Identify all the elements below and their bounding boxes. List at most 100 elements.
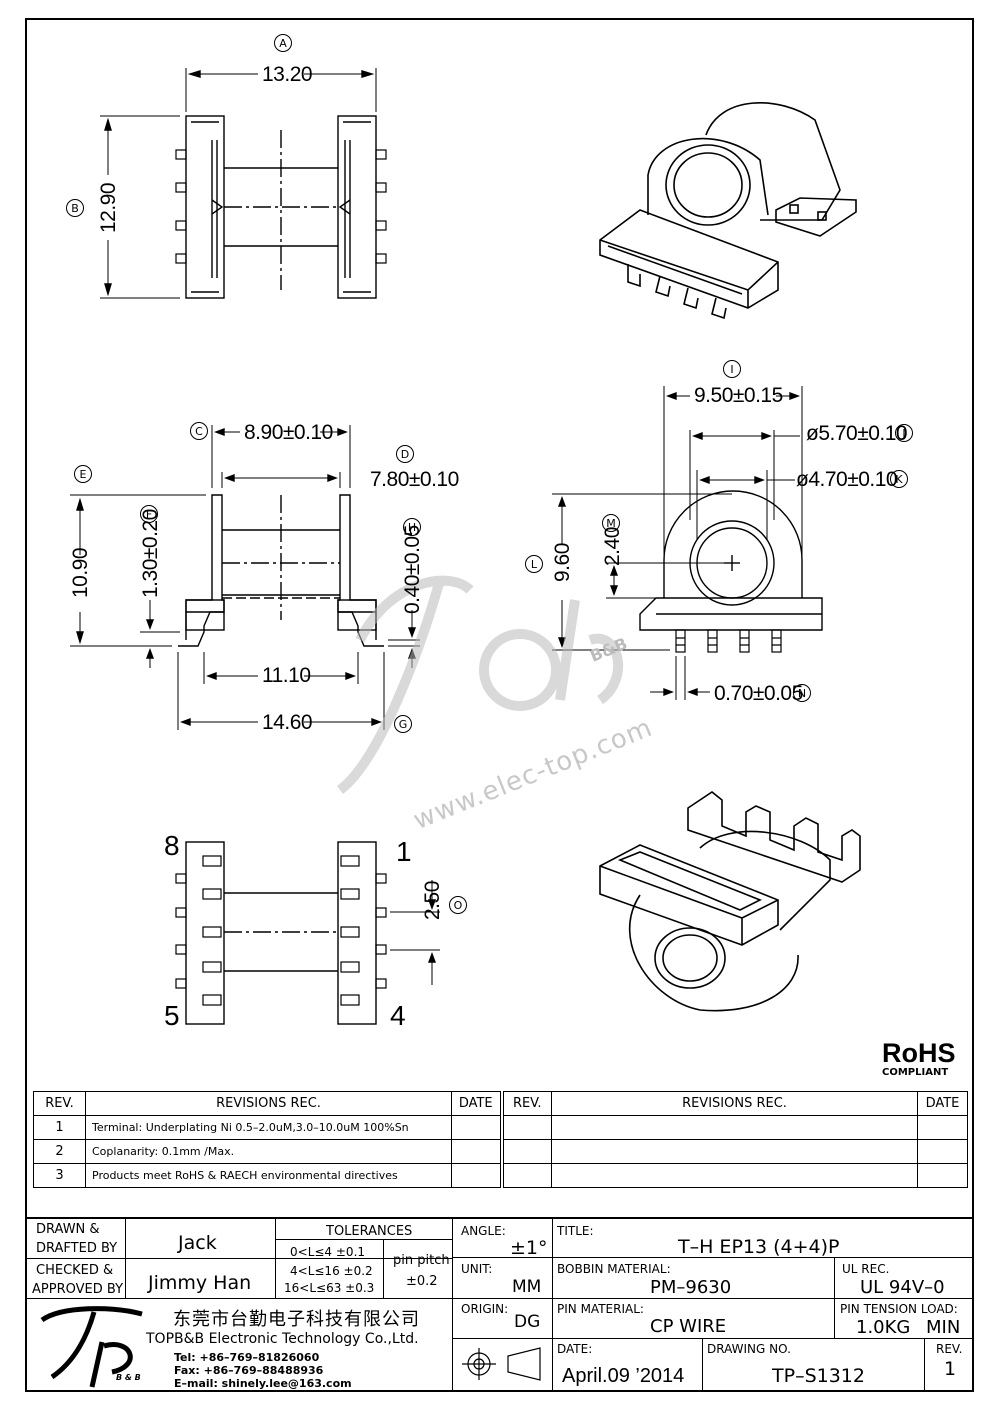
label-F: F: [140, 505, 158, 523]
dim-10-90: 10.90: [69, 547, 92, 598]
origin-value: DG: [514, 1312, 541, 1332]
dim-12-90: 12.90: [97, 182, 120, 233]
dim-1-30: 1.30±0.20: [139, 509, 162, 598]
revision-text: Coplanarity: 0.1mm /Max.: [85, 1139, 452, 1164]
dim-9-60: 9.60: [551, 543, 574, 582]
unit-value: MM: [512, 1277, 542, 1297]
dim-0-70: 0.70±0.05: [714, 682, 803, 705]
logo-sub: B & B: [116, 1373, 141, 1382]
tb-line: [552, 1219, 553, 1392]
bobbin-material-value: PM–9630: [650, 1277, 732, 1298]
drawn-label-1: DRAWN &: [36, 1222, 100, 1237]
dim-4-70: ø4.70±0.10: [796, 468, 898, 491]
tb-line: [125, 1219, 126, 1299]
origin-label: ORIGIN:: [461, 1302, 509, 1316]
company-logo: [40, 1306, 143, 1388]
rev-value: 1: [944, 1358, 957, 1380]
pin-8-label: 8: [164, 830, 180, 861]
pin-pitch-label: pin pitch: [393, 1253, 450, 1268]
dim-0-40: 0.40±0.05: [401, 525, 424, 614]
watermark-logo: [336, 575, 623, 794]
tolerance-1: 0<L≤4 ±0.1: [290, 1245, 366, 1259]
label-K: K: [890, 470, 908, 488]
label-M: M: [602, 514, 620, 532]
title-label: TITLE:: [557, 1224, 594, 1238]
label-E: E: [74, 465, 92, 483]
drawing-no-label: DRAWING NO.: [707, 1342, 791, 1356]
pin-pitch-value: ±0.2: [406, 1274, 438, 1289]
drawing-frame: [25, 18, 974, 1392]
tb-line: [452, 1298, 972, 1299]
checked-by-name: Jimmy Han: [148, 1272, 252, 1294]
revision-row: 1 Terminal: Underplating Ni 0.5–2.0uM,3.…: [33, 1115, 968, 1140]
label-J: J: [895, 424, 913, 442]
date-value: April.09 ’2014: [562, 1365, 685, 1387]
revision-row: 3 Products meet RoHS & RAECH environment…: [33, 1163, 968, 1188]
date-col-header-2: DATE: [917, 1091, 968, 1116]
label-A: A: [274, 34, 292, 52]
tb-line: [702, 1338, 703, 1392]
label-C: C: [190, 422, 208, 440]
company-email: E–mail: shinely.lee@163.com: [174, 1377, 352, 1390]
label-I: I: [723, 360, 741, 378]
ul-value: UL 94V–0: [860, 1277, 945, 1298]
checked-label-2: APPROVED BY: [32, 1282, 124, 1297]
tb-line: [924, 1338, 925, 1392]
tb-top-line: [27, 1217, 972, 1219]
front-view: [70, 425, 420, 730]
pin-material-value: CP WIRE: [650, 1316, 727, 1337]
pin-tension-min: MIN: [926, 1317, 961, 1338]
revision-text: Terminal: Underplating Ni 0.5–2.0uM,3.0–…: [85, 1115, 452, 1140]
top-view: [100, 68, 387, 299]
angle-label: ANGLE:: [461, 1224, 506, 1238]
revision-row: 2 Coplanarity: 0.1mm /Max.: [33, 1139, 968, 1164]
tb-line: [27, 1298, 452, 1299]
tb-line: [834, 1258, 835, 1338]
pin-1-label: 1: [396, 836, 412, 867]
iso-view-bottom: [599, 791, 861, 1012]
revision-header-row: REV. REVISIONS REC. DATE REV. REVISIONS …: [33, 1091, 968, 1116]
ul-label: UL REC.: [842, 1262, 890, 1276]
side-view: [552, 386, 823, 700]
checked-label-1: CHECKED &: [36, 1263, 114, 1278]
tb-line: [275, 1239, 452, 1240]
unit-label: UNIT:: [461, 1262, 493, 1276]
label-D: D: [396, 445, 414, 463]
dim-11-10: 11.10: [262, 664, 311, 687]
dim-5-70: ø5.70±0.10: [806, 422, 908, 445]
revision-number: 1: [33, 1115, 86, 1140]
tolerance-2: 4<L≤16 ±0.2: [290, 1264, 373, 1278]
pin-4-label: 4: [390, 1000, 406, 1031]
rev-col-header: REV.: [33, 1091, 86, 1116]
label-H: H: [403, 518, 421, 536]
pin-5-label: 5: [164, 1000, 180, 1031]
tb-line: [275, 1219, 276, 1299]
company-tel: Tel: +86–769–81826060: [174, 1351, 320, 1364]
bottom-view: [175, 841, 440, 1025]
company-fax: Fax: +86–769–88488936: [174, 1364, 324, 1377]
pin-tension-value: 1.0KG: [856, 1317, 911, 1338]
tb-line: [27, 1258, 452, 1259]
tb-line: [383, 1240, 384, 1299]
label-N: N: [793, 684, 811, 702]
rev-label: REV.: [936, 1342, 963, 1356]
label-O: O: [449, 896, 467, 914]
label-B: B: [66, 199, 84, 217]
label-L: L: [525, 555, 543, 573]
drawing-no-value: TP–S1312: [772, 1365, 865, 1387]
revision-text: Products meet RoHS & RAECH environmental…: [85, 1163, 452, 1188]
dim-2-50: 2.50: [421, 881, 444, 920]
dim-7-80: 7.80±0.10: [370, 468, 459, 491]
tolerances-label: TOLERANCES: [326, 1224, 413, 1239]
dim-14-60: 14.60: [262, 711, 313, 734]
revision-number: 3: [33, 1163, 86, 1188]
title-value: T–H EP13 (4+4)P: [678, 1236, 840, 1258]
bobbin-material-label: BOBBIN MATERIAL:: [557, 1262, 671, 1276]
dim-9-50: 9.50±0.15: [694, 384, 783, 407]
tb-line: [452, 1257, 972, 1258]
pin-tension-label: PIN TENSION LOAD:: [840, 1302, 958, 1316]
revisions-col-header: REVISIONS REC.: [85, 1091, 452, 1116]
label-G: G: [394, 715, 412, 733]
revisions-col-header-2: REVISIONS REC.: [551, 1091, 918, 1116]
